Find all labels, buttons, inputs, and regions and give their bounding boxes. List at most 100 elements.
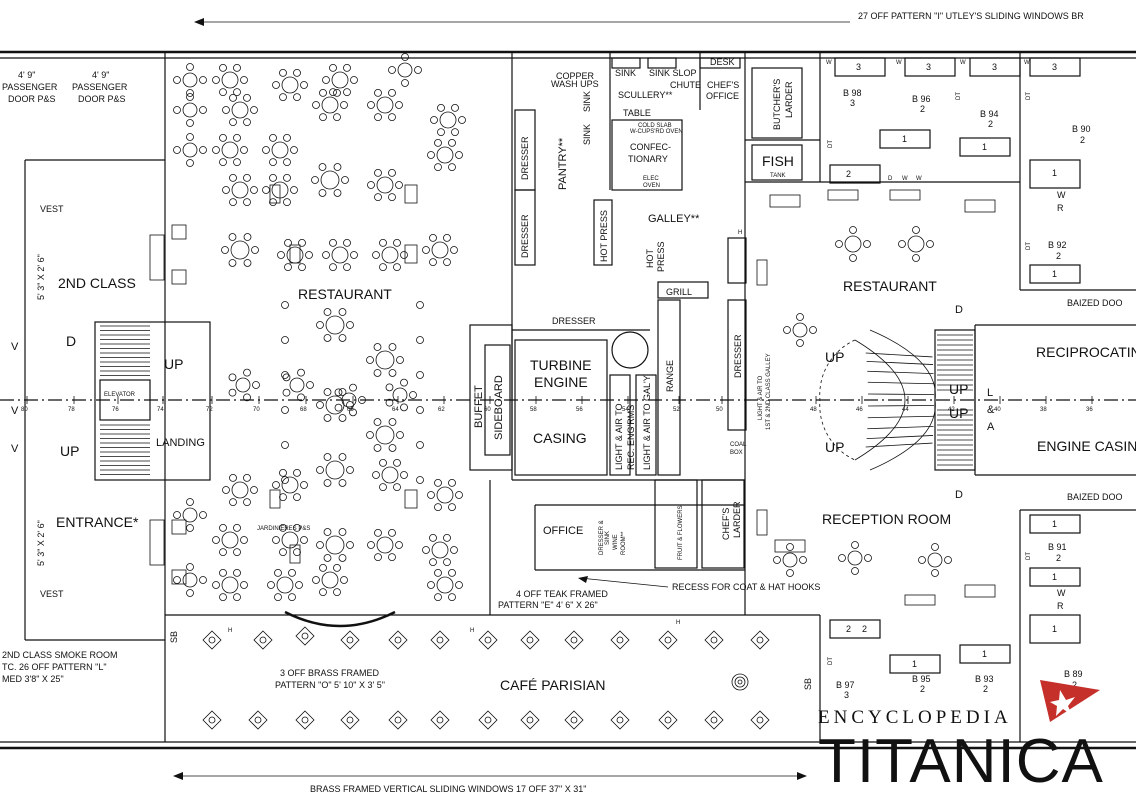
round-table bbox=[773, 543, 807, 577]
cabin-b97: B 97 bbox=[836, 680, 855, 690]
rect-table bbox=[769, 194, 801, 208]
svg-text:3: 3 bbox=[856, 62, 861, 72]
round-table bbox=[312, 563, 348, 597]
frame-number: 40 bbox=[994, 407, 1001, 413]
svg-text:2: 2 bbox=[1056, 251, 1061, 261]
w-label-1: W bbox=[826, 60, 832, 66]
svg-text:1: 1 bbox=[1052, 269, 1057, 279]
dt-label-1: DT bbox=[828, 140, 834, 148]
rect-table bbox=[171, 269, 187, 285]
svg-text:3: 3 bbox=[926, 62, 931, 72]
round-table bbox=[334, 383, 366, 417]
cafe-table bbox=[610, 710, 630, 730]
hull-walls bbox=[0, 50, 1136, 750]
round-table bbox=[212, 523, 248, 557]
cold-slab-line1: COLD SLAB bbox=[638, 123, 672, 129]
w-label-4: W bbox=[1024, 60, 1030, 66]
copper-line2: WASH UPS bbox=[551, 79, 599, 89]
frame-number: 62 bbox=[438, 407, 445, 413]
rect-table bbox=[404, 184, 418, 204]
turbine-line1: TURBINE bbox=[530, 357, 591, 373]
room-entrance: ENTRANCE* bbox=[56, 514, 139, 530]
sink-vert-2: SINK bbox=[582, 124, 592, 145]
cafe-table bbox=[248, 710, 268, 730]
dresser-pantry-2: DRESSER bbox=[520, 214, 530, 258]
rect-table bbox=[171, 224, 187, 240]
round-table bbox=[372, 458, 408, 492]
wr-top-r: R bbox=[1057, 203, 1064, 213]
elec-oven-line2: OVEN bbox=[643, 183, 660, 189]
cafe-table bbox=[340, 630, 360, 650]
svg-text:1: 1 bbox=[1052, 572, 1057, 582]
door1-name: PASSENGER bbox=[2, 82, 58, 92]
stair-up-left1: UP bbox=[164, 356, 183, 372]
landing-label: LANDING bbox=[156, 437, 205, 449]
sb-label-2: SB bbox=[803, 678, 813, 690]
rect-table bbox=[827, 189, 859, 201]
bullseye-fixture bbox=[731, 673, 749, 691]
light-air-rec-line2: REC. ENG'RMS bbox=[626, 405, 636, 470]
round-table bbox=[173, 133, 207, 167]
room-2nd-class: 2ND CLASS bbox=[58, 275, 136, 291]
rect-table bbox=[149, 234, 165, 281]
butchers-line1: BUTCHER'S bbox=[772, 79, 782, 130]
teak-note-line2: PATTERN "E" 4' 6" X 26" bbox=[498, 600, 598, 610]
dim-top: 5' 3" X 2' 6" bbox=[36, 254, 46, 300]
cafe-table bbox=[520, 710, 540, 730]
cafe-table bbox=[295, 710, 315, 730]
amp-label: & bbox=[987, 404, 995, 416]
door2-name: PASSENGER bbox=[72, 82, 128, 92]
sink-slop: SINK SLOP bbox=[649, 68, 697, 78]
frame-number: 60 bbox=[484, 407, 491, 413]
desk-label: DESK bbox=[710, 57, 735, 67]
round-table bbox=[422, 533, 458, 567]
dresser-sink-line1: DRESSER & bbox=[599, 520, 605, 555]
left-stairs bbox=[94, 321, 211, 481]
engine-casing-label: ENGINE CASIN bbox=[1037, 438, 1136, 454]
cabins-block bbox=[829, 57, 1081, 674]
round-table bbox=[366, 418, 404, 452]
cafe-table bbox=[564, 710, 584, 730]
round-table bbox=[221, 233, 259, 267]
frame-number: 72 bbox=[206, 407, 213, 413]
fruit-label: FRUIT & FLOWERS bbox=[678, 505, 684, 560]
round-table bbox=[838, 541, 872, 575]
chefs-office-line2: OFFICE bbox=[706, 91, 739, 101]
h-label-1: H bbox=[738, 230, 742, 236]
round-table bbox=[918, 543, 952, 577]
svg-text:1: 1 bbox=[982, 142, 987, 152]
stair-d-top: D bbox=[955, 304, 963, 316]
rect-table bbox=[289, 244, 301, 264]
logo-line1: ENCYCLOPEDIA bbox=[818, 707, 1012, 728]
cafe-table bbox=[478, 630, 498, 650]
confectionary-line2: TIONARY bbox=[628, 154, 668, 164]
h-label-3: H bbox=[470, 628, 474, 634]
cafe-table bbox=[202, 710, 222, 730]
elec-oven-line1: ELEC bbox=[643, 176, 659, 182]
galley-equipment bbox=[514, 57, 803, 569]
hot-press-label: HOT PRESS bbox=[599, 210, 609, 262]
svg-text:2: 2 bbox=[920, 104, 925, 114]
cafe-table bbox=[340, 710, 360, 730]
frame-number: 70 bbox=[253, 407, 260, 413]
round-table bbox=[173, 498, 207, 532]
frame-number: 64 bbox=[392, 407, 399, 413]
dresser-pantry-1: DRESSER bbox=[520, 136, 530, 180]
cafe-table bbox=[430, 630, 450, 650]
round-table bbox=[222, 473, 258, 507]
room-restaurant-left: RESTAURANT bbox=[298, 286, 392, 302]
cafe-table bbox=[704, 630, 724, 650]
round-table bbox=[835, 226, 871, 262]
dresser-galley: DRESSER bbox=[733, 334, 743, 378]
cabin-b96: B 96 bbox=[912, 94, 931, 104]
frame-number: 42 bbox=[948, 407, 955, 413]
room-restaurant-right: RESTAURANT bbox=[843, 278, 937, 294]
stair-up-mid2: UP bbox=[949, 405, 968, 421]
wr-bot-r: R bbox=[1057, 601, 1064, 611]
grill-label: GRILL bbox=[666, 287, 692, 297]
w-label-6: W bbox=[916, 176, 922, 182]
round-table bbox=[222, 173, 258, 207]
top-arrow bbox=[194, 18, 850, 26]
round-table bbox=[212, 63, 248, 97]
